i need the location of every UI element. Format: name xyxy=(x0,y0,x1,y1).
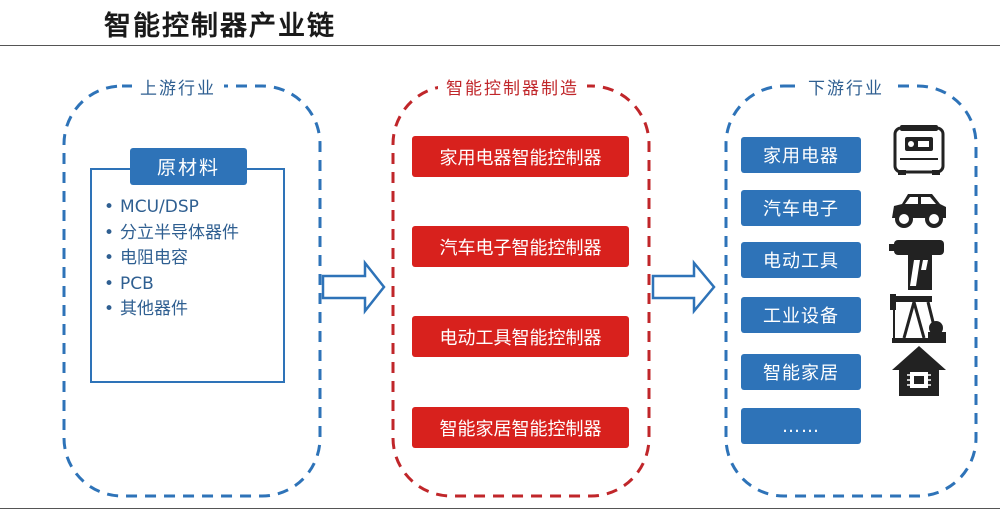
page-title: 智能控制器产业链 xyxy=(104,11,336,42)
rice-cooker-icon xyxy=(893,125,945,175)
smart-home-icon xyxy=(892,346,946,396)
upstream-group-border xyxy=(62,84,322,498)
midstream-item: 智能家居智能控制器 xyxy=(412,407,629,448)
raw-material-item: 分立半导体器件 xyxy=(104,221,239,247)
raw-material-item: 电阻电容 xyxy=(104,246,239,272)
car-icon xyxy=(892,194,946,228)
drill-icon xyxy=(889,240,944,290)
raw-material-item: MCU/DSP xyxy=(104,195,239,221)
midstream-label: 智能控制器制造 xyxy=(438,74,587,99)
raw-materials-list: MCU/DSP 分立半导体器件 电阻电容 PCB 其他器件 xyxy=(104,195,239,323)
bottom-divider xyxy=(0,508,1000,509)
midstream-group-border xyxy=(391,84,651,498)
arrow-midstream-to-downstream xyxy=(651,259,716,315)
midstream-item: 家用电器智能控制器 xyxy=(412,136,629,177)
midstream-item: 电动工具智能控制器 xyxy=(412,316,629,357)
downstream-item: 智能家居 xyxy=(741,354,861,390)
downstream-item: 工业设备 xyxy=(741,297,861,333)
downstream-label: 下游行业 xyxy=(800,74,892,99)
downstream-item: 电动工具 xyxy=(741,242,861,278)
arrow-upstream-to-midstream xyxy=(321,259,386,315)
pumpjack-icon xyxy=(890,294,946,343)
upstream-label: 上游行业 xyxy=(132,74,224,99)
downstream-item: …… xyxy=(741,408,861,444)
raw-material-item: PCB xyxy=(104,272,239,298)
title-divider xyxy=(0,45,1000,46)
downstream-item: 家用电器 xyxy=(741,137,861,173)
raw-materials-header: 原材料 xyxy=(130,148,247,185)
raw-material-item: 其他器件 xyxy=(104,297,239,323)
midstream-item: 汽车电子智能控制器 xyxy=(412,226,629,267)
downstream-item: 汽车电子 xyxy=(741,190,861,226)
